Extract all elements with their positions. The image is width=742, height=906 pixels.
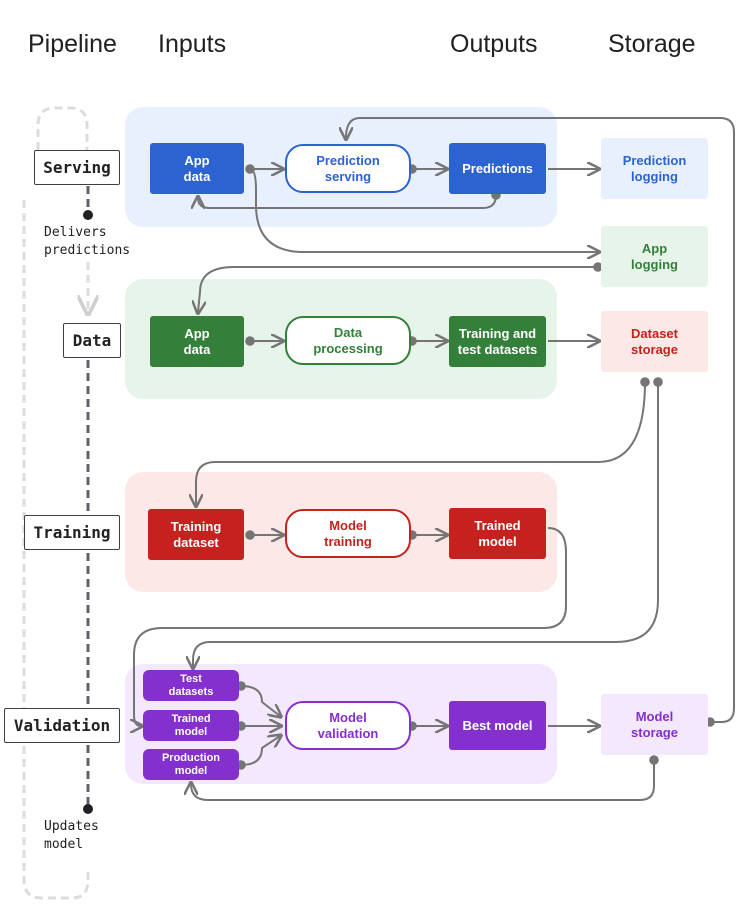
serving-output-predictions: Predictions — [449, 143, 546, 194]
stage-data: Data — [63, 323, 121, 358]
stage-serving: Serving — [34, 150, 120, 185]
stage-validation: Validation — [4, 708, 120, 743]
stage-training: Training — [24, 515, 120, 550]
header-inputs: Inputs — [158, 30, 227, 58]
header-storage: Storage — [608, 30, 696, 58]
pipeline-loop — [22, 106, 88, 900]
header-pipeline: Pipeline — [28, 30, 117, 58]
header-outputs: Outputs — [450, 30, 538, 58]
validation-output-best-model: Best model — [449, 701, 546, 750]
